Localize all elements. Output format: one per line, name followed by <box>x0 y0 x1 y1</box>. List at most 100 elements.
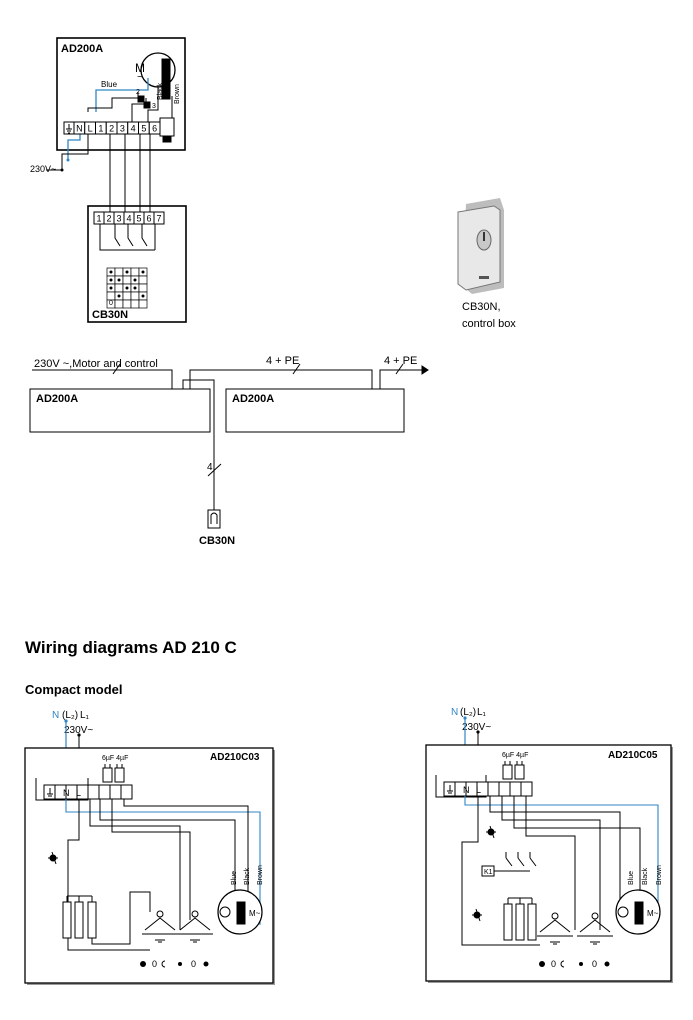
chain-cb30n-label: CB30N <box>199 535 235 547</box>
product-caption-line1: CB30N, <box>462 301 501 313</box>
chain-cable-right: 4 + PE <box>384 355 417 367</box>
c03-supply-n: N <box>52 710 59 721</box>
product-caption-line2: control box <box>462 318 516 330</box>
grid-cell <box>130 267 140 277</box>
grid-dot <box>125 270 129 274</box>
section-title: Wiring diagrams AD 210 C <box>25 638 237 657</box>
grid-dot <box>141 294 145 298</box>
diagram-ad210c05: N (L₂) L₁ 230V~ AD210C05 6µF 4µF N L <box>425 707 673 983</box>
cb30n-product-image <box>457 198 504 294</box>
ad200a-enclosure <box>56 37 186 151</box>
c05-terminal-block <box>443 781 533 797</box>
wire-black-label: Black <box>157 82 164 100</box>
c03-wire-blue: Blue <box>231 871 238 885</box>
chain-cable-down: 4 <box>207 462 213 473</box>
c05-supply-l1: L₁ <box>477 707 487 718</box>
grid-cell <box>114 267 124 277</box>
ad200a-terminal-label: 3 <box>120 124 125 134</box>
grid-dot <box>133 286 137 290</box>
ad200a-terminal-label: 2 <box>109 124 114 134</box>
grid-dot <box>117 294 121 298</box>
chain-supply-label: 230V ~,Motor and control <box>34 358 158 370</box>
grid-dot <box>109 270 113 274</box>
ad200a-terminal-label: 6 <box>152 124 157 134</box>
cb30n-terminal-label: 5 <box>136 214 141 224</box>
cb30n-terminal-label: 6 <box>146 214 151 224</box>
cb30n-speed-grid: 0 <box>106 267 148 309</box>
c03-motor-label: M~ <box>249 909 261 918</box>
motor-tilde-label: ~ <box>137 72 143 83</box>
grid-zero-label: 0 <box>109 300 113 307</box>
ad200a-label: AD200A <box>61 43 103 55</box>
grid-cell <box>106 291 116 301</box>
c03-switch-1 <box>142 910 178 943</box>
cap-3-label: 3 <box>152 103 156 110</box>
c03-speed-0b: 0 <box>191 959 196 969</box>
grid-dot <box>109 286 113 290</box>
grid-cell <box>122 291 132 301</box>
cb30n-terminal-label: 7 <box>156 214 161 224</box>
c05-resistors <box>503 897 537 941</box>
wire-brown-label: Brown <box>174 84 181 104</box>
diagram-ad210c03: N (L₂) L₁ 230V~ AD210C03 6µF 4µF N L Blu… <box>24 710 275 985</box>
c03-supply-l2: (L₂) <box>62 710 78 721</box>
cap-2 <box>137 95 145 103</box>
cb30n-terminal-label: 2 <box>106 214 111 224</box>
chain-unit-2 <box>225 388 405 433</box>
c05-switch-1 <box>537 912 573 945</box>
c03-resistors <box>62 895 97 939</box>
chain-unit-2-label: AD200A <box>232 393 274 405</box>
internal-wire-2 <box>131 98 147 122</box>
grid-cell <box>130 291 140 301</box>
ad200a-terminal-label: 1 <box>98 124 103 134</box>
c03-terminal-l: L <box>76 788 81 798</box>
grid-cell <box>130 299 140 309</box>
cb30n-enclosure <box>87 205 187 323</box>
c05-speed-0a: 0 <box>551 959 556 969</box>
c05-relay-label: K1 <box>484 869 493 876</box>
c05-model-label: AD210C05 <box>608 750 658 761</box>
grid-cell <box>138 283 148 293</box>
motor-connector-plug <box>162 135 172 143</box>
c03-speed-0a: 0 <box>152 959 157 969</box>
grid-dot <box>133 278 137 282</box>
c03-wire-black: Black <box>244 867 251 885</box>
cb30n-label: CB30N <box>92 309 128 321</box>
cb30n-terminal-label: 3 <box>116 214 121 224</box>
c05-terminal-n: N <box>463 785 470 795</box>
ad200a-terminal-label: L <box>88 124 93 134</box>
chain-cb30n-device <box>207 509 221 529</box>
wire-blue-label: Blue <box>101 80 118 89</box>
earth-symbol <box>66 124 72 134</box>
c03-voltage: 230V~ <box>64 725 93 736</box>
c05-wire-brown: Brown <box>656 865 663 885</box>
internal-wire-3 <box>147 86 159 122</box>
c05-caps-label: 6µF 4µF <box>502 752 528 759</box>
motor-m-label: M <box>135 61 145 75</box>
c03-terminal-block <box>43 784 133 800</box>
cap-3 <box>143 101 151 109</box>
diagram-chain: 230V ~,Motor and control 4 + PE 4 + PE A… <box>29 355 429 547</box>
c05-wire-black: Black <box>642 867 649 885</box>
grid-dot <box>141 270 145 274</box>
c03-wire-brown: Brown <box>257 865 264 885</box>
c05-panel <box>425 744 672 982</box>
c03-supply-l1: L₁ <box>80 710 90 721</box>
supply-line-l <box>46 134 89 171</box>
c03-panel <box>24 747 274 984</box>
section-subtitle: Compact model <box>25 682 123 697</box>
c03-model-label: AD210C03 <box>210 752 260 763</box>
c03-capacitors <box>102 764 125 783</box>
motor-connector <box>159 117 175 137</box>
c03-terminal-cell <box>120 784 133 800</box>
cb30n-terminal-cell <box>153 211 165 225</box>
c05-wire-blue: Blue <box>628 871 635 885</box>
c05-motor-label: M~ <box>647 909 659 918</box>
chain-unit-1-label: AD200A <box>36 393 78 405</box>
ad200a-terminal-label: 5 <box>141 124 146 134</box>
c03-switch-2 <box>177 910 213 943</box>
c05-terminal-l: L <box>476 785 481 795</box>
